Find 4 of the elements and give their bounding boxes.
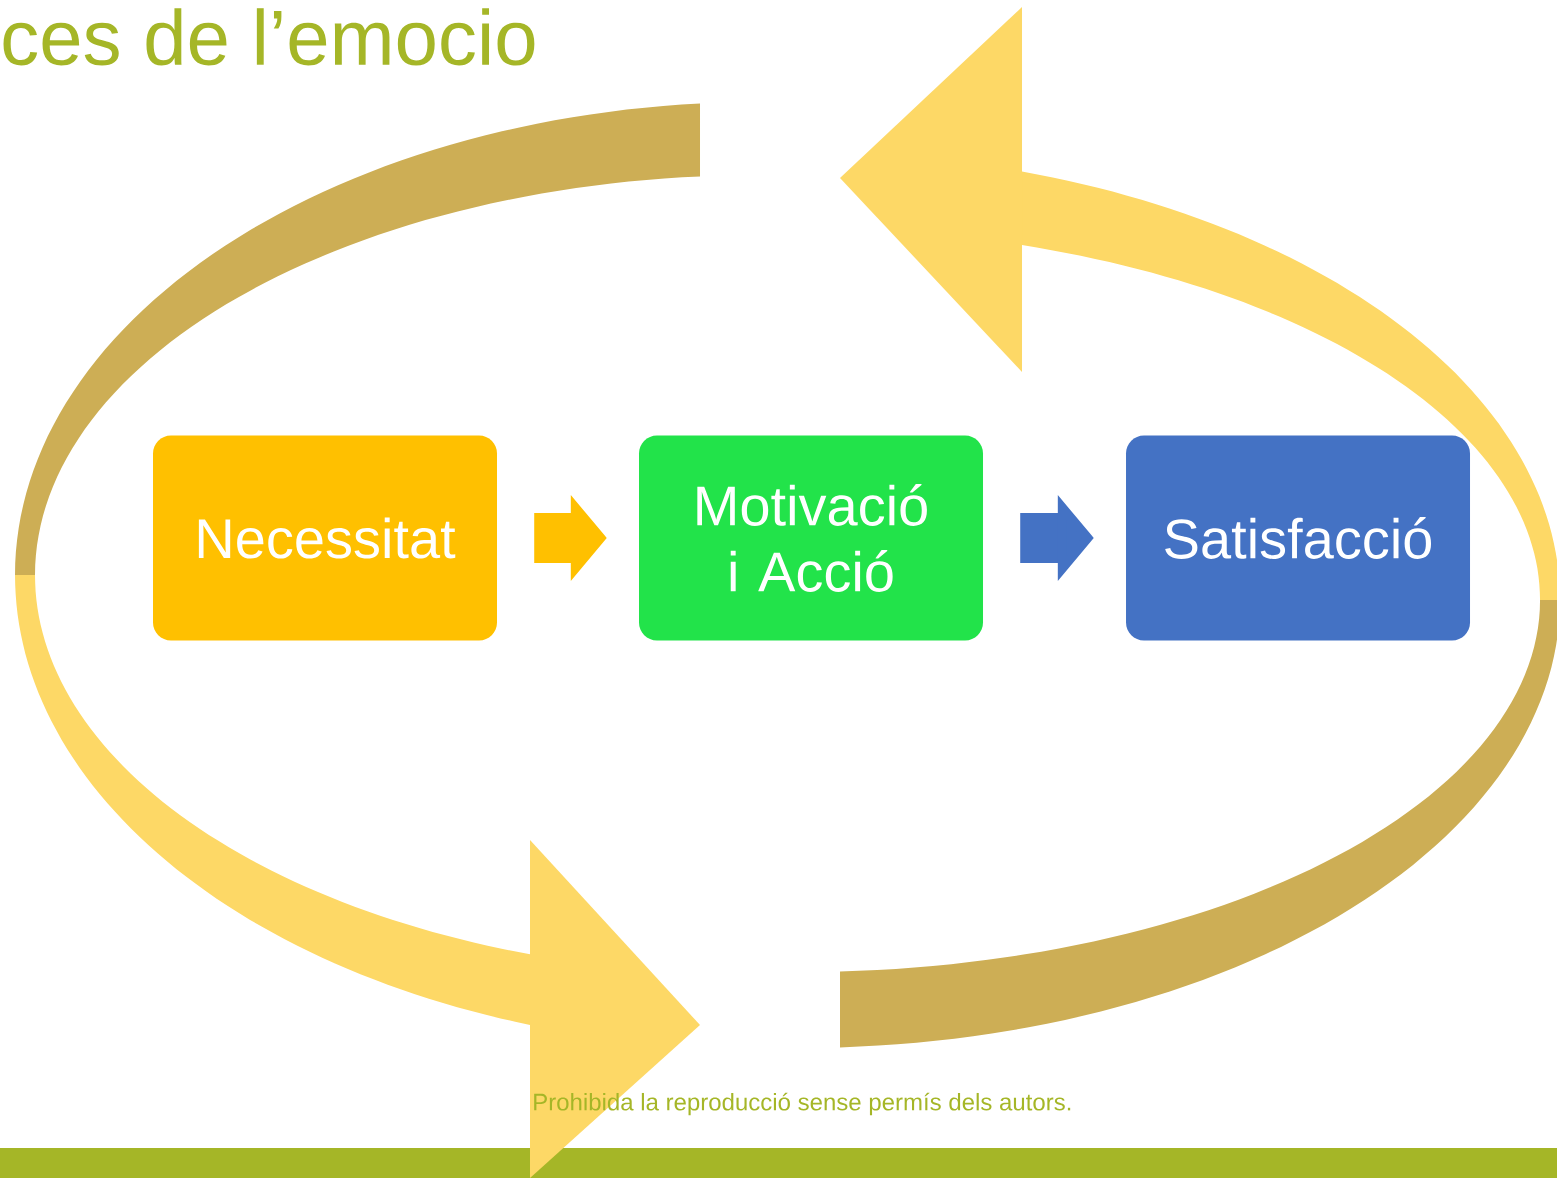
process-box: Necessitat	[153, 435, 497, 641]
process-box: Motivació i Acció	[639, 435, 983, 641]
process-box: Satisfacció	[1126, 435, 1470, 641]
page-title: ces de l’emocio	[3, 8, 535, 66]
